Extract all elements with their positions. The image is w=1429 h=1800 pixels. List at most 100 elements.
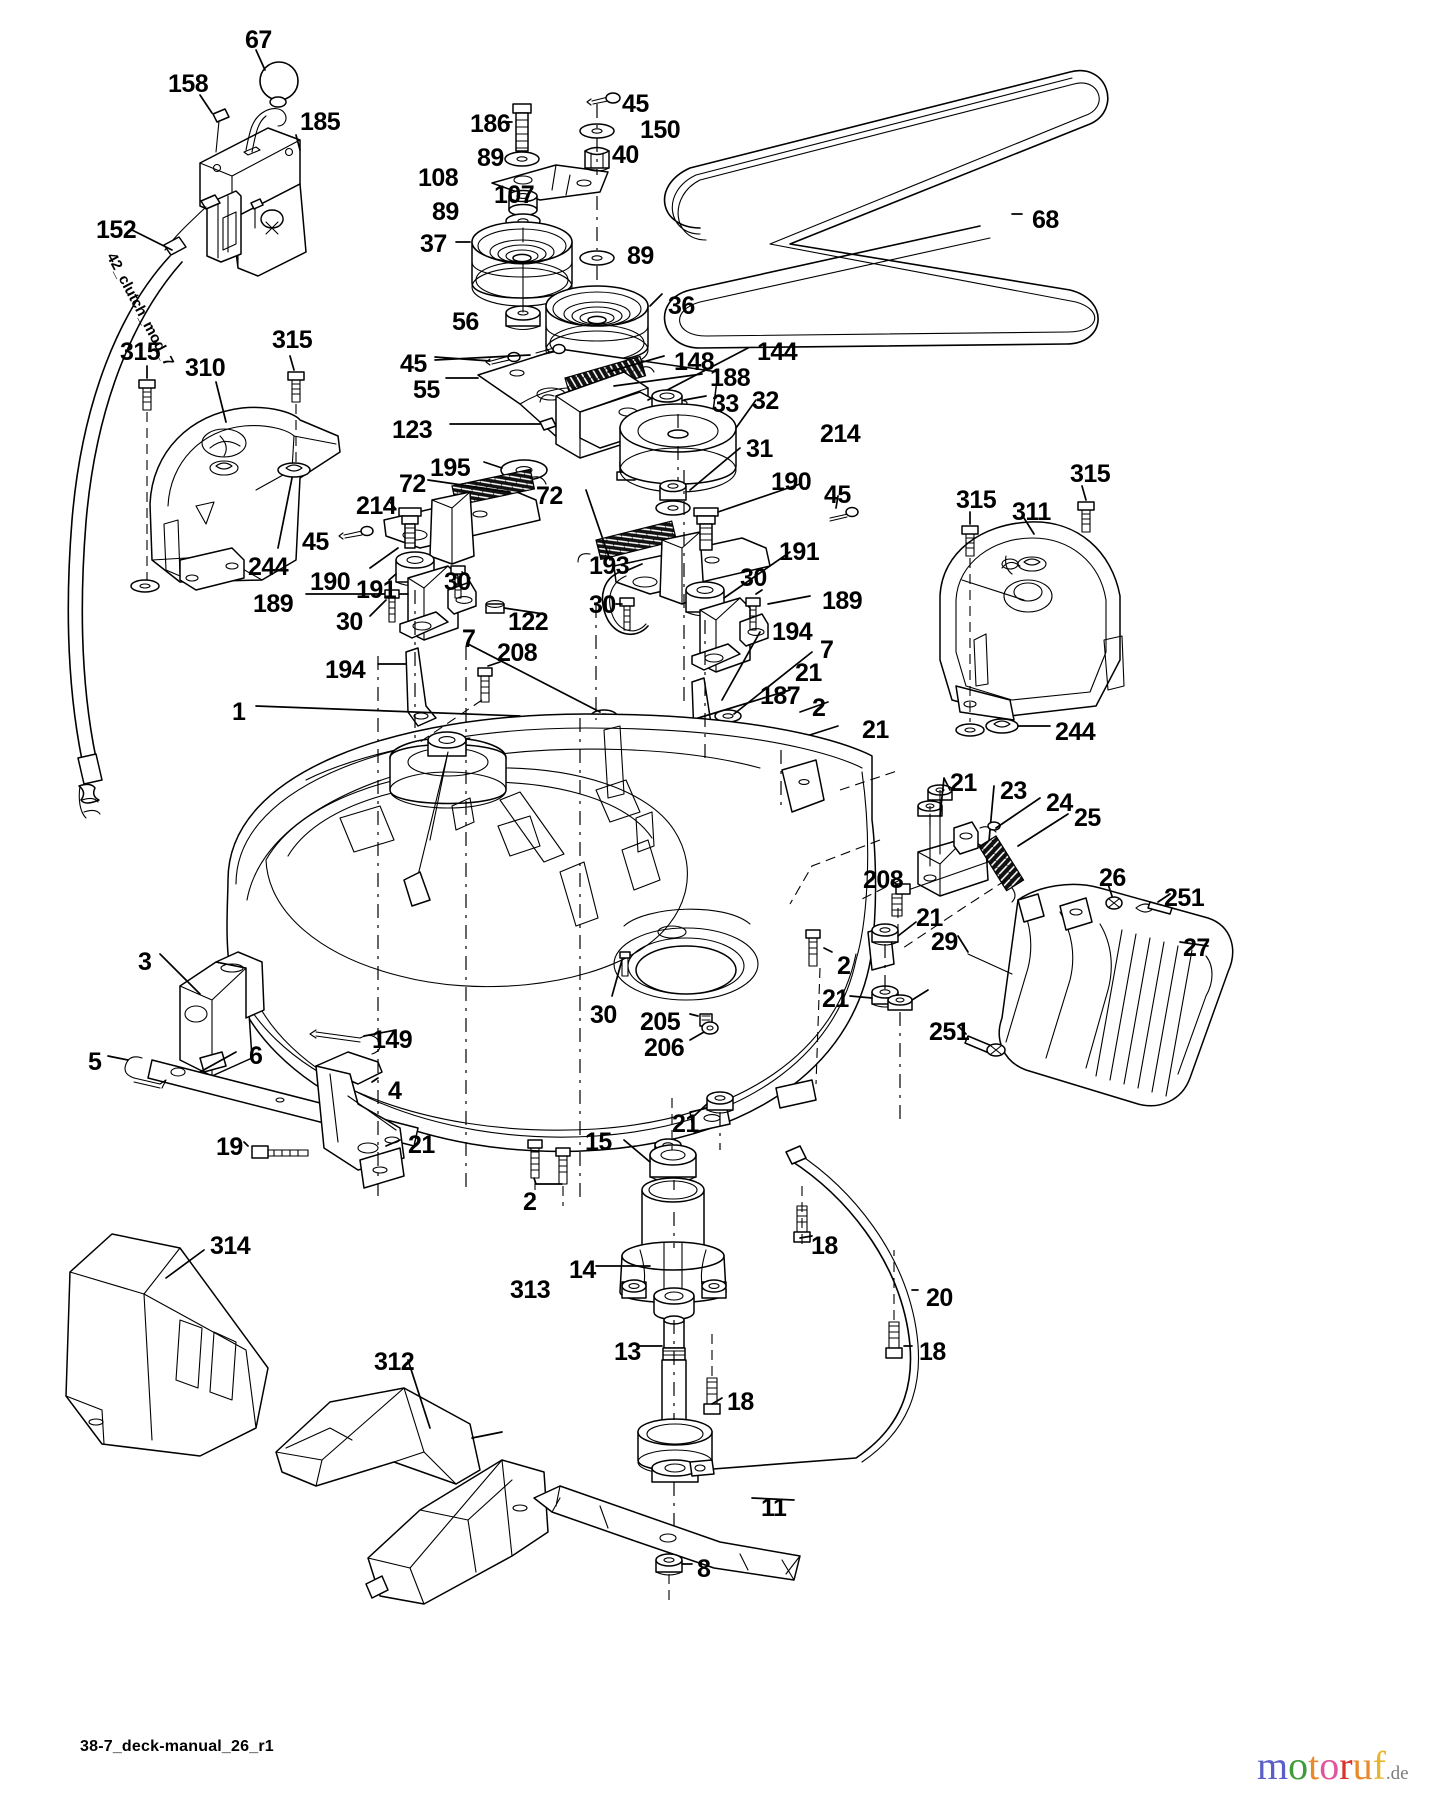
callout-26: 26 bbox=[1099, 864, 1126, 892]
callout-11: 11 bbox=[761, 1494, 787, 1522]
callout-21: 21 bbox=[408, 1131, 435, 1159]
logo-letter-u: u bbox=[1352, 1743, 1373, 1788]
callout-45: 45 bbox=[622, 90, 649, 118]
part-189-right-bracket bbox=[691, 595, 811, 673]
callout-45: 45 bbox=[824, 481, 851, 509]
callout-144: 144 bbox=[757, 338, 798, 366]
part-24-25-spring bbox=[978, 797, 1069, 903]
callout-30: 30 bbox=[589, 591, 616, 619]
callout-208: 208 bbox=[863, 866, 904, 894]
part-30-left-bolt-a bbox=[384, 589, 400, 623]
part-3-bracket bbox=[159, 951, 265, 1077]
callout-315: 315 bbox=[1070, 460, 1111, 488]
callout-108: 108 bbox=[418, 164, 459, 192]
callout-152: 152 bbox=[96, 216, 137, 244]
callout-27: 27 bbox=[1183, 934, 1210, 962]
callout-68: 68 bbox=[1032, 206, 1059, 234]
logo-letter-r: r bbox=[1339, 1743, 1353, 1788]
callout-190: 190 bbox=[771, 468, 812, 496]
leader-2a bbox=[799, 701, 829, 713]
callout-67: 67 bbox=[245, 26, 272, 54]
callout-205: 205 bbox=[640, 1008, 681, 1036]
callout-20: 20 bbox=[926, 1284, 953, 1312]
part-45-cotter-mid2 bbox=[535, 343, 566, 357]
part-244-right-washer bbox=[985, 718, 1051, 734]
part-21-nut-right-b bbox=[871, 921, 917, 946]
part-23-bracket bbox=[907, 785, 995, 897]
part-7-left bbox=[467, 643, 618, 723]
part-45-cotter-right bbox=[829, 495, 859, 522]
part-45-cotter-top bbox=[586, 92, 621, 106]
callout-45: 45 bbox=[302, 528, 329, 556]
callout-189: 189 bbox=[822, 587, 863, 615]
callout-21: 21 bbox=[822, 985, 849, 1013]
part-122-bolt bbox=[485, 600, 545, 615]
guide-23 bbox=[789, 839, 881, 905]
logo-letter-m: m bbox=[1257, 1743, 1289, 1788]
callout-14: 14 bbox=[569, 1256, 596, 1284]
logo-letter-f: f bbox=[1372, 1743, 1386, 1788]
part-30-deck bbox=[611, 951, 631, 997]
part-107-spacer bbox=[508, 189, 538, 217]
guide-25 bbox=[899, 879, 1007, 951]
part-315-left-screw-b bbox=[287, 355, 305, 403]
callout-21: 21 bbox=[916, 904, 943, 932]
callout-30: 30 bbox=[336, 608, 363, 636]
part-158-screw bbox=[199, 94, 230, 153]
callout-191: 191 bbox=[779, 538, 820, 566]
part-15-bearing bbox=[623, 1139, 697, 1183]
part-208-bolt-right bbox=[891, 879, 911, 917]
callout-30: 30 bbox=[740, 564, 767, 592]
callout-188: 188 bbox=[710, 364, 751, 392]
leader-190-left bbox=[369, 547, 399, 569]
callout-214: 214 bbox=[356, 492, 397, 520]
callout-187: 187 bbox=[760, 682, 801, 710]
callout-311: 311 bbox=[1012, 498, 1051, 526]
part-31-hardware bbox=[655, 447, 741, 516]
callout-18: 18 bbox=[919, 1338, 946, 1366]
part-20-rod bbox=[689, 1145, 920, 1477]
callout-40: 40 bbox=[612, 141, 639, 169]
callout-186: 186 bbox=[470, 110, 511, 138]
washer-311-bottom bbox=[955, 723, 985, 737]
callout-29: 29 bbox=[931, 928, 958, 956]
callout-32: 32 bbox=[752, 387, 779, 415]
part-186-bolt bbox=[507, 103, 532, 152]
part-315-left-screw-a bbox=[138, 365, 156, 411]
motoruf-logo[interactable]: motoruf.de bbox=[1257, 1746, 1409, 1794]
callout-194: 194 bbox=[772, 618, 813, 646]
part-21-nut-lower-right bbox=[887, 989, 929, 1011]
part-18-bolt-c bbox=[703, 1377, 723, 1415]
part-194-left-strap bbox=[377, 647, 437, 727]
callout-193: 193 bbox=[589, 552, 630, 580]
logo-letter-t: t bbox=[1308, 1743, 1320, 1788]
logo-suffix: .de bbox=[1385, 1763, 1409, 1784]
callout-195: 195 bbox=[430, 454, 471, 482]
callout-72: 72 bbox=[536, 482, 563, 510]
part-37-pulley bbox=[455, 221, 573, 307]
part-72-left-tensioner bbox=[383, 468, 547, 565]
callout-7: 7 bbox=[462, 625, 476, 653]
part-312-deflector bbox=[365, 1359, 549, 1605]
callout-89: 89 bbox=[477, 144, 504, 172]
callout-30: 30 bbox=[590, 1001, 617, 1029]
callout-190: 190 bbox=[310, 568, 351, 596]
part-36-pulley bbox=[545, 285, 663, 370]
guide-21 bbox=[839, 769, 901, 791]
part-21-nut-center bbox=[693, 1091, 734, 1117]
callout-194: 194 bbox=[325, 656, 366, 684]
part-2-bolts-bottom bbox=[527, 1139, 571, 1185]
part-45-cotter-left bbox=[338, 525, 374, 540]
part-spindle-pulley-bottom bbox=[637, 1418, 713, 1483]
callout-18: 18 bbox=[811, 1232, 838, 1260]
callout-72: 72 bbox=[399, 470, 426, 498]
callout-25: 25 bbox=[1074, 804, 1101, 832]
part-313-deflector bbox=[275, 1387, 503, 1487]
callout-314: 314 bbox=[210, 1232, 251, 1260]
part-13-shaft bbox=[639, 1315, 687, 1429]
logo-letter-o: o bbox=[1288, 1743, 1309, 1788]
callout-36: 36 bbox=[668, 292, 695, 320]
part-washer-310-bottom bbox=[130, 579, 160, 593]
callout-310: 310 bbox=[185, 354, 226, 382]
callout-149: 149 bbox=[372, 1026, 413, 1054]
